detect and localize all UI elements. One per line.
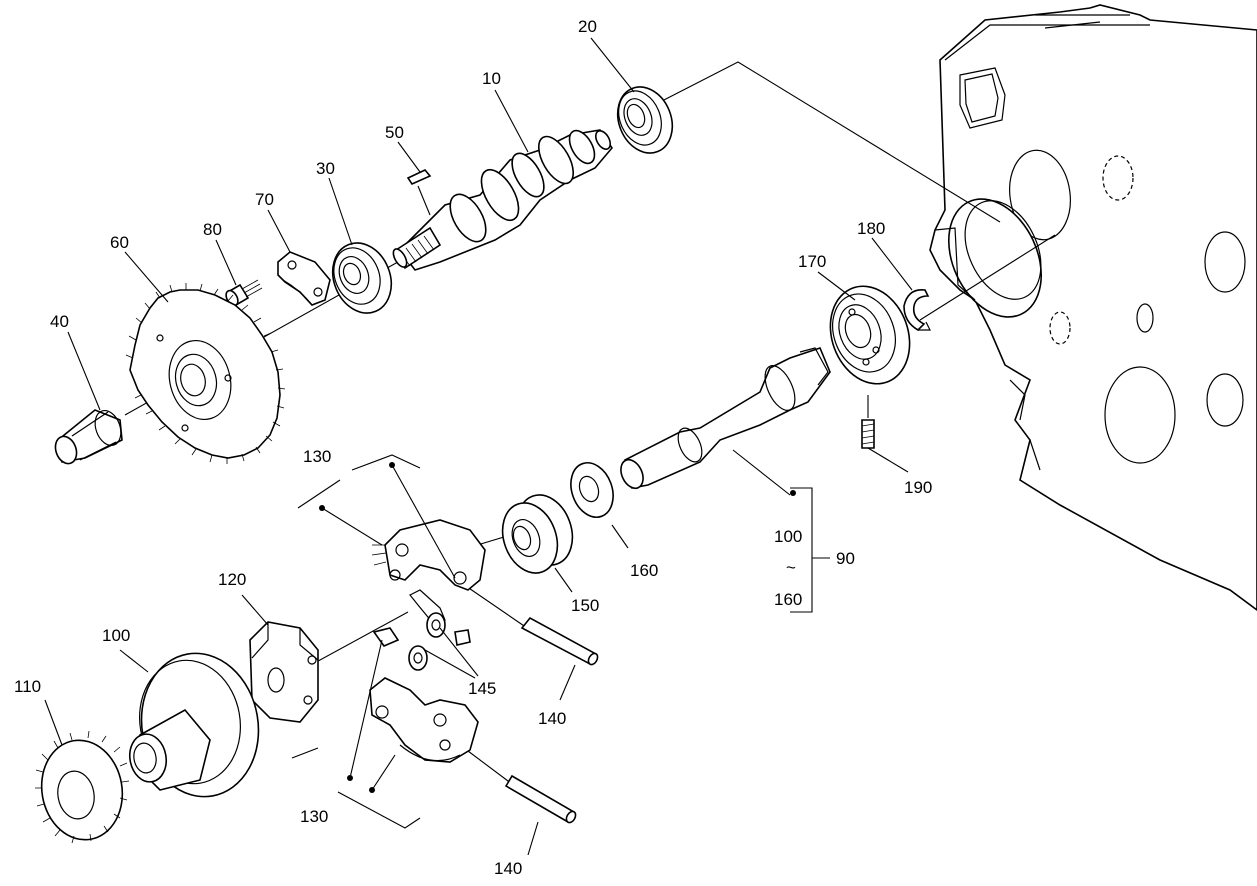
callout-30: 30 (316, 159, 335, 178)
callout-170: 170 (798, 252, 826, 271)
callout-100: 100 (102, 626, 130, 645)
range-tilde: ~ (786, 558, 796, 577)
callout-120: 120 (218, 570, 246, 589)
governor-shaft (620, 347, 831, 490)
governor-weight-lower (369, 677, 479, 763)
callout-70: 70 (255, 190, 274, 209)
bearing-20 (616, 86, 674, 154)
thrust-plate-70 (277, 251, 331, 306)
set-screw-190 (861, 395, 875, 449)
callout-140-top: 140 (538, 709, 566, 728)
camshaft-10 (392, 129, 614, 271)
callout-20: 20 (578, 17, 597, 36)
pin-140-upper (520, 616, 599, 666)
callout-60: 60 (110, 233, 129, 252)
bracket-120 (249, 621, 319, 723)
callout-10: 10 (482, 69, 501, 88)
callout-160: 160 (630, 561, 658, 580)
callout-190: 190 (904, 478, 932, 497)
circlip-180 (903, 289, 931, 331)
bearing-170 (829, 285, 911, 385)
key-50 (406, 169, 432, 216)
camshaft-assembly (54, 61, 1001, 465)
callout-150: 150 (571, 596, 599, 615)
drum-100 (128, 652, 260, 798)
callout-50: 50 (385, 123, 404, 142)
cam-gear-60 (125, 283, 286, 464)
callouts: 20 10 50 30 70 80 60 40 180 170 190 130 … (14, 17, 932, 878)
gear-110 (35, 730, 130, 844)
callout-140-bottom: 140 (494, 859, 522, 878)
governor-weight-upper (371, 519, 486, 623)
callout-90: 90 (836, 549, 855, 568)
callout-80: 80 (203, 220, 222, 239)
roller-145 (372, 612, 471, 671)
callout-100-range-start: 100 (774, 527, 802, 546)
washer-160 (570, 462, 614, 518)
callout-160-range-end: 160 (774, 590, 802, 609)
governor-weights (35, 519, 599, 844)
collar-40 (54, 409, 123, 465)
callout-130-top: 130 (303, 447, 331, 466)
callout-40: 40 (50, 312, 69, 331)
pin-140-lower (504, 774, 577, 824)
callout-180: 180 (857, 219, 885, 238)
sleeve-150 (501, 494, 574, 574)
engine-block (929, 4, 1257, 611)
callout-110: 110 (14, 677, 41, 696)
callout-130-bottom: 130 (300, 807, 328, 826)
bearing-30 (331, 242, 393, 314)
callout-145: 145 (468, 679, 496, 698)
leader-lines (44, 37, 913, 856)
governor-shaft-assembly (427, 234, 1056, 574)
